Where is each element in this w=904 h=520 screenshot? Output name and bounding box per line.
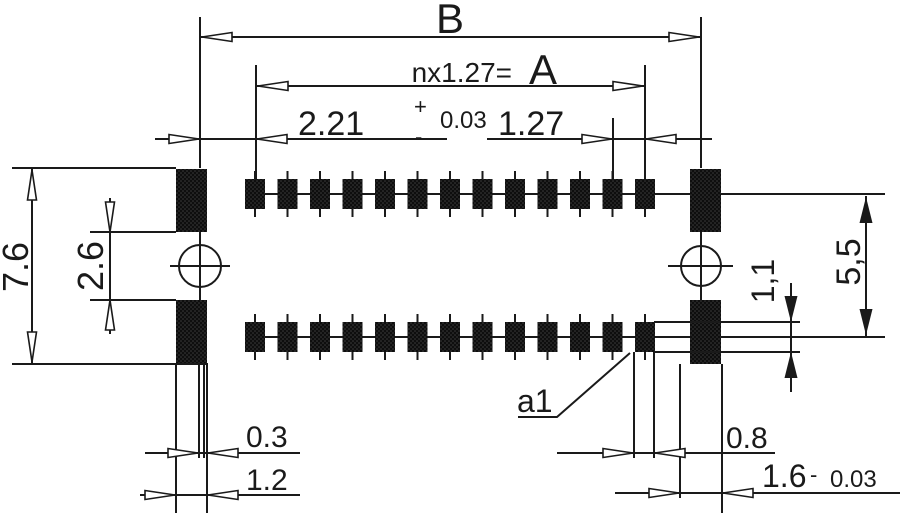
solid-arrowhead [784,296,798,322]
open-arrowhead [207,447,239,459]
open-arrowhead [104,299,116,331]
label-dim-221-tol-plus: + [414,94,427,119]
dimension-arrows [26,31,873,501]
contact-pad-r1-10 [537,179,558,209]
extension-lines [12,17,723,513]
open-arrowhead [168,133,200,145]
label-dim-11: 1,1 [745,259,781,303]
mounting-pad-top-left [176,169,207,232]
contact-pad-r2-1 [245,322,265,352]
mounting-pad-bottom-left [176,300,207,364]
leader-a1 [518,352,631,418]
open-arrowhead [104,201,116,233]
contact-pad-r2-13 [635,322,655,352]
contact-pad-r1-11 [570,179,590,209]
contact-pad-r2-6 [407,322,428,352]
mounting-pad-bottom-right [690,300,721,364]
contact-pad-r2-11 [570,322,590,352]
label-dim-B: B [436,0,464,42]
contact-pad-r2-5 [375,322,395,352]
label-dim-127: 1.27 [498,105,564,143]
contact-pad-r2-3 [310,322,330,352]
open-arrowhead [645,133,677,145]
contact-pad-r1-2 [277,179,298,209]
contact-pad-r2-9 [505,322,525,352]
solid-arrowhead [784,352,798,378]
label-dim-12: 1.2 [246,464,288,497]
open-arrowhead [648,487,680,499]
contact-pad-r2-7 [440,322,460,352]
label-dim-16: 1.6 [762,458,806,494]
contact-pad-r1-12 [602,179,623,209]
open-arrowhead [26,169,38,201]
label-dim-221-tol-minus: - [415,124,422,149]
contact-pad-r1-9 [505,179,525,209]
label-dim-26: 2.6 [70,241,111,291]
label-dim-08: 0.8 [726,422,768,455]
contact-pad-r1-13 [635,179,655,209]
label-dim-76: 7.6 [0,242,36,292]
contact-pad-r1-3 [310,179,330,209]
open-arrowhead [257,80,289,92]
contact-pads [245,171,655,360]
open-arrowhead [207,489,239,501]
mounting-pad-top-right [690,169,721,232]
locating-holes [170,232,733,300]
label-dim-A-prefix: nx1.27= [412,57,512,88]
contact-pad-r1-7 [440,179,460,209]
mounting-pads [176,169,721,364]
label-dim-16-tol: 0.03 [830,466,877,493]
contact-pad-r2-2 [277,322,298,352]
dimension-labels: B nx1.27= A 2.21 + 0.03 - 1.27 7.6 2.6 0… [0,0,877,497]
open-arrowhead [602,447,634,459]
contact-pad-r2-12 [602,322,623,352]
label-dim-221: 2.21 [298,105,364,143]
solid-arrowhead [859,197,873,223]
open-arrowhead [612,80,644,92]
label-dim-16-tol-sign: - [810,462,817,487]
label-pin-a1: a1 [517,383,553,419]
label-dim-03: 0.3 [246,421,288,454]
open-arrowhead [26,331,38,363]
open-arrowhead [722,487,754,499]
label-dim-55: 5,5 [830,238,868,285]
contact-pad-r1-1 [245,179,265,209]
contact-pad-r1-6 [407,179,428,209]
open-arrowhead [668,31,700,43]
contact-pad-r2-8 [472,322,493,352]
open-arrowhead [654,447,686,459]
contact-pad-r1-5 [375,179,395,209]
open-arrowhead [256,133,288,145]
contact-pad-r2-4 [342,322,363,352]
open-arrowhead [167,447,199,459]
solid-arrowhead [859,309,873,335]
open-arrowhead [201,31,233,43]
open-arrowhead [581,133,613,145]
contact-pad-r1-4 [342,179,363,209]
label-dim-A: A [529,46,557,93]
contact-pad-r1-8 [472,179,493,209]
contact-pad-r2-10 [537,322,558,352]
open-arrowhead [144,489,176,501]
label-dim-221-tol: 0.03 [440,107,487,134]
